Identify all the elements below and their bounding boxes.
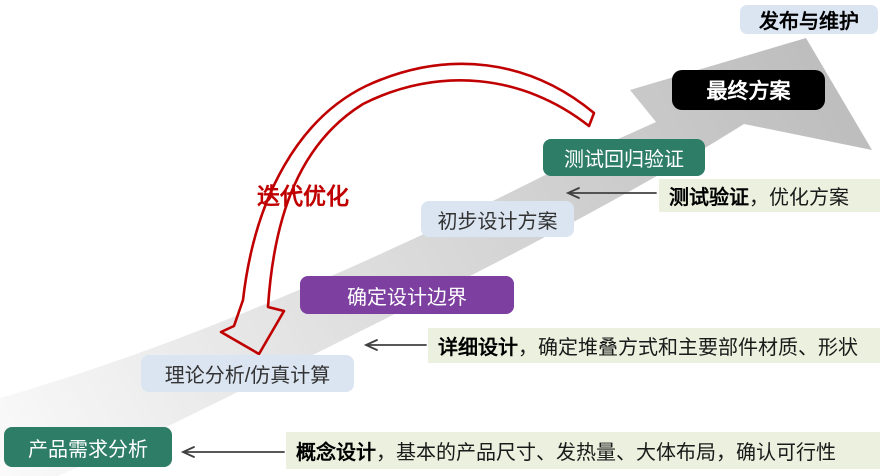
stage-theory-simulation: 理论分析/仿真计算 <box>141 355 354 392</box>
stage-final-plan-label: 最终方案 <box>706 80 791 103</box>
annotation-arrow-detail <box>363 339 427 351</box>
annotation-arrow-test <box>565 187 657 199</box>
stage-theory-simulation-label: 理论分析/仿真计算 <box>164 365 331 387</box>
stage-design-boundary: 确定设计边界 <box>300 276 514 314</box>
iteration-label-text: 迭代优化 <box>257 183 349 209</box>
annotation-test-verify-action: 测试验证 <box>669 187 749 209</box>
stage-requirement-analysis-label: 产品需求分析 <box>28 438 148 461</box>
annotation-test-verify: 测试验证，优化方案 <box>659 179 880 212</box>
stage-test-regression-label: 测试回归验证 <box>564 149 684 171</box>
stage-preliminary-plan-label: 初步设计方案 <box>437 210 558 233</box>
annotation-detail-design-detail: ，确定堆叠方式和主要部件材质、形状 <box>518 337 858 359</box>
annotation-arrow-concept <box>180 446 285 458</box>
annotation-detail-design-action: 详细设计 <box>438 337 518 359</box>
annotation-concept-design-action: 概念设计 <box>296 442 376 464</box>
annotation-concept-design-detail: ，基本的产品尺寸、发热量、大体布局，确认可行性 <box>376 442 836 464</box>
iteration-curved-arrow <box>219 62 596 356</box>
stage-design-boundary-label: 确定设计边界 <box>347 286 467 309</box>
annotation-test-verify-detail: ，优化方案 <box>749 187 849 209</box>
stage-release-maintain: 发布与维护 <box>740 5 878 34</box>
stage-preliminary-plan: 初步设计方案 <box>421 201 574 237</box>
iteration-label: 迭代优化 <box>257 177 349 211</box>
stage-final-plan: 最终方案 <box>672 70 825 110</box>
stage-requirement-analysis: 产品需求分析 <box>4 427 172 467</box>
annotation-detail-design: 详细设计，确定堆叠方式和主要部件材质、形状 <box>428 328 880 363</box>
stage-test-regression: 测试回归验证 <box>543 139 705 176</box>
annotation-concept-design: 概念设计，基本的产品尺寸、发热量、大体布局，确认可行性 <box>286 432 880 469</box>
stage-release-maintain-label: 发布与维护 <box>759 11 859 33</box>
